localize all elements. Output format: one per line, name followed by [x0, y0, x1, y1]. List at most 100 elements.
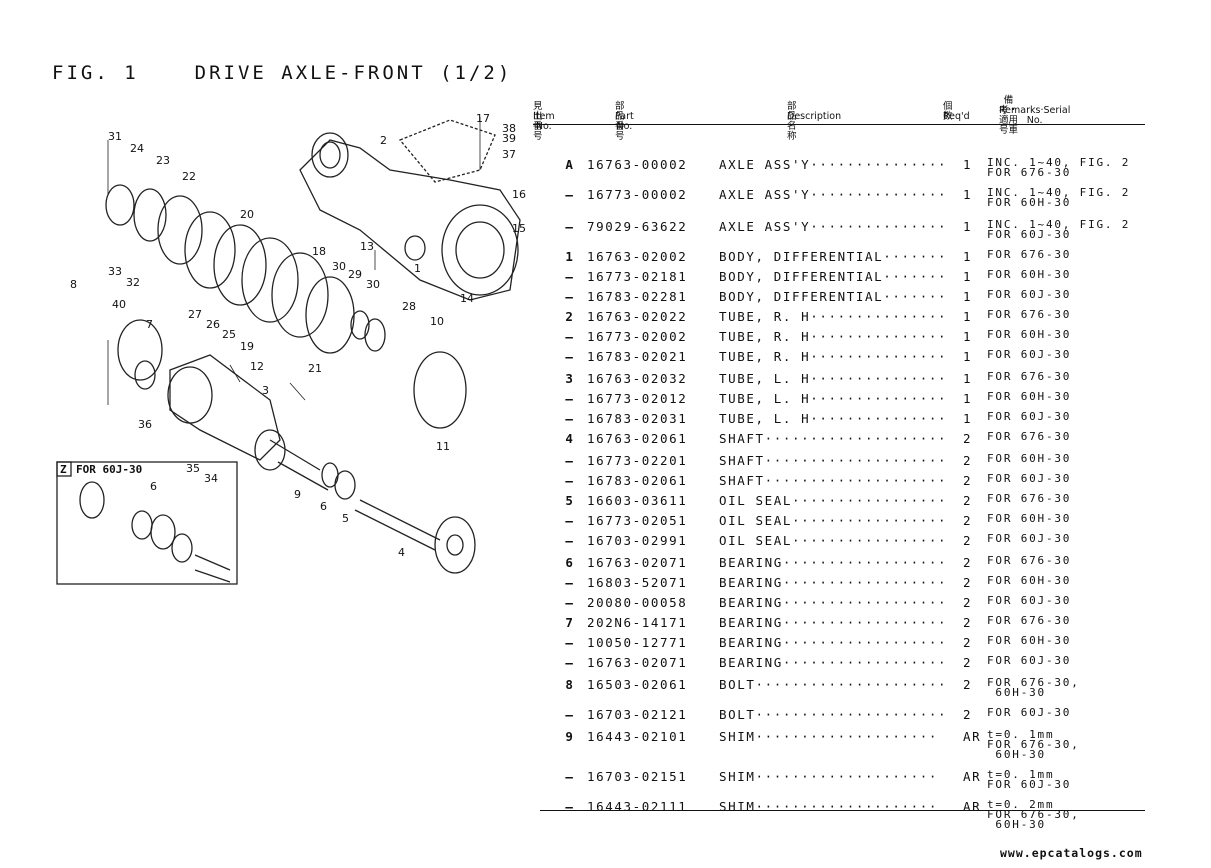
quantity-required: 2 — [963, 493, 973, 508]
quantity-required: 2 — [963, 707, 973, 722]
part-number: 16443-02101 — [587, 729, 688, 744]
callout-11: 11 — [436, 440, 450, 453]
callout-leaders — [107, 117, 481, 405]
callout-14: 14 — [460, 292, 474, 305]
axle-tube-drawing — [167, 354, 329, 491]
item-number: 1 — [565, 249, 575, 264]
part-number: 16703-02121 — [587, 707, 688, 722]
quantity-required: 2 — [963, 677, 973, 692]
part-number: 16773-02002 — [587, 329, 688, 344]
callout-8: 8 — [70, 278, 77, 291]
item-number: – — [565, 799, 575, 814]
part-description: SHIM···················· — [719, 769, 939, 784]
remarks: FOR 676-30 — [987, 370, 1072, 383]
part-number: 16783-02021 — [587, 349, 688, 364]
remarks: FOR 60H-30 — [987, 512, 1072, 525]
part-number: 16763-02002 — [587, 249, 688, 264]
inset-box — [56, 461, 238, 585]
part-description: OIL SEAL················· — [719, 493, 948, 508]
item-number: – — [565, 289, 575, 304]
remarks: FOR 60H-30 — [987, 390, 1072, 403]
inset-label-box — [56, 461, 72, 477]
part-number: 202N6-14171 — [587, 615, 688, 630]
remarks: FOR 676-30 — [987, 248, 1072, 261]
quantity-required: 1 — [963, 219, 973, 234]
quantity-required: 2 — [963, 473, 973, 488]
remarks: FOR 60J-30 — [987, 410, 1072, 423]
part-number: 16763-02061 — [587, 431, 688, 446]
callout-39: 39 — [502, 132, 516, 145]
callout-17: 17 — [476, 112, 490, 125]
remarks: FOR 60H-30 — [987, 328, 1072, 341]
axle-shaft-drawing — [354, 499, 476, 574]
callout-25: 25 — [222, 328, 236, 341]
quantity-required: 2 — [963, 615, 973, 630]
callout-23: 23 — [156, 154, 170, 167]
part-number: 16443-02111 — [587, 799, 688, 814]
callout-18: 18 — [312, 245, 326, 258]
figure-number: FIG. 1 — [52, 62, 139, 84]
inset-label: Z — [60, 463, 67, 476]
remarks: FOR 676-30 — [987, 614, 1072, 627]
callout-24: 24 — [130, 142, 144, 155]
item-number: – — [565, 655, 575, 670]
part-description: BOLT····················· — [719, 677, 948, 692]
watermark: www.epcatalogs.com — [1000, 846, 1143, 860]
part-description: BEARING·················· — [719, 655, 948, 670]
inset-drawing — [79, 481, 231, 583]
item-number: – — [565, 575, 575, 590]
item-number: 6 — [565, 555, 575, 570]
quantity-required: 2 — [963, 431, 973, 446]
quantity-required: 2 — [963, 513, 973, 528]
quantity-required: 1 — [963, 411, 973, 426]
item-number: – — [565, 453, 575, 468]
remarks: FOR 676-30 — [987, 430, 1072, 443]
part-number: 16773-02051 — [587, 513, 688, 528]
item-number: 5 — [565, 493, 575, 508]
quantity-required: 1 — [963, 309, 973, 324]
part-number: 16503-02061 — [587, 677, 688, 692]
remarks: FOR 676-30, 60H-30 — [987, 676, 1080, 699]
part-number: 10050-12771 — [587, 635, 688, 650]
part-description: BEARING·················· — [719, 595, 948, 610]
quantity-required: 2 — [963, 555, 973, 570]
part-number: 16603-03611 — [587, 493, 688, 508]
remarks: FOR 60J-30 — [987, 348, 1072, 361]
quantity-required: 2 — [963, 595, 973, 610]
part-description: TUBE, L. H··············· — [719, 411, 948, 426]
item-number: 2 — [565, 309, 575, 324]
callout-30: 30 — [332, 260, 346, 273]
part-number: 16703-02151 — [587, 769, 688, 784]
part-number: 79029-63622 — [587, 219, 688, 234]
callout-1: 1 — [414, 262, 421, 275]
part-number: 16773-00002 — [587, 187, 688, 202]
quantity-required: 2 — [963, 635, 973, 650]
quantity-required: 1 — [963, 329, 973, 344]
part-number: 16783-02061 — [587, 473, 688, 488]
quantity-required: 1 — [963, 391, 973, 406]
figure-name: DRIVE AXLE-FRONT (1/2) — [194, 62, 513, 84]
part-description: AXLE ASS'Y··············· — [719, 187, 948, 202]
part-number: 16783-02031 — [587, 411, 688, 426]
remarks: FOR 60H-30 — [987, 268, 1072, 281]
remarks: FOR 60J-30 — [987, 472, 1072, 485]
part-number: 16773-02181 — [587, 269, 688, 284]
part-description: BEARING·················· — [719, 575, 948, 590]
disc-plates-drawing — [105, 184, 467, 500]
item-number: – — [565, 187, 575, 202]
item-number: 3 — [565, 371, 575, 386]
quantity-required: AR — [963, 769, 982, 784]
callout-28: 28 — [402, 300, 416, 313]
part-number: 16803-52071 — [587, 575, 688, 590]
quantity-required: 1 — [963, 289, 973, 304]
remarks: FOR 676-30 — [987, 492, 1072, 505]
callout-19: 19 — [240, 340, 254, 353]
callout-29: 29 — [348, 268, 362, 281]
callout-15: 15 — [512, 222, 526, 235]
remarks: t=0. 1mm FOR 676-30, 60H-30 — [987, 728, 1080, 761]
item-number: 7 — [565, 615, 575, 630]
remarks: FOR 60J-30 — [987, 532, 1072, 545]
bottom-rule — [540, 810, 1145, 811]
